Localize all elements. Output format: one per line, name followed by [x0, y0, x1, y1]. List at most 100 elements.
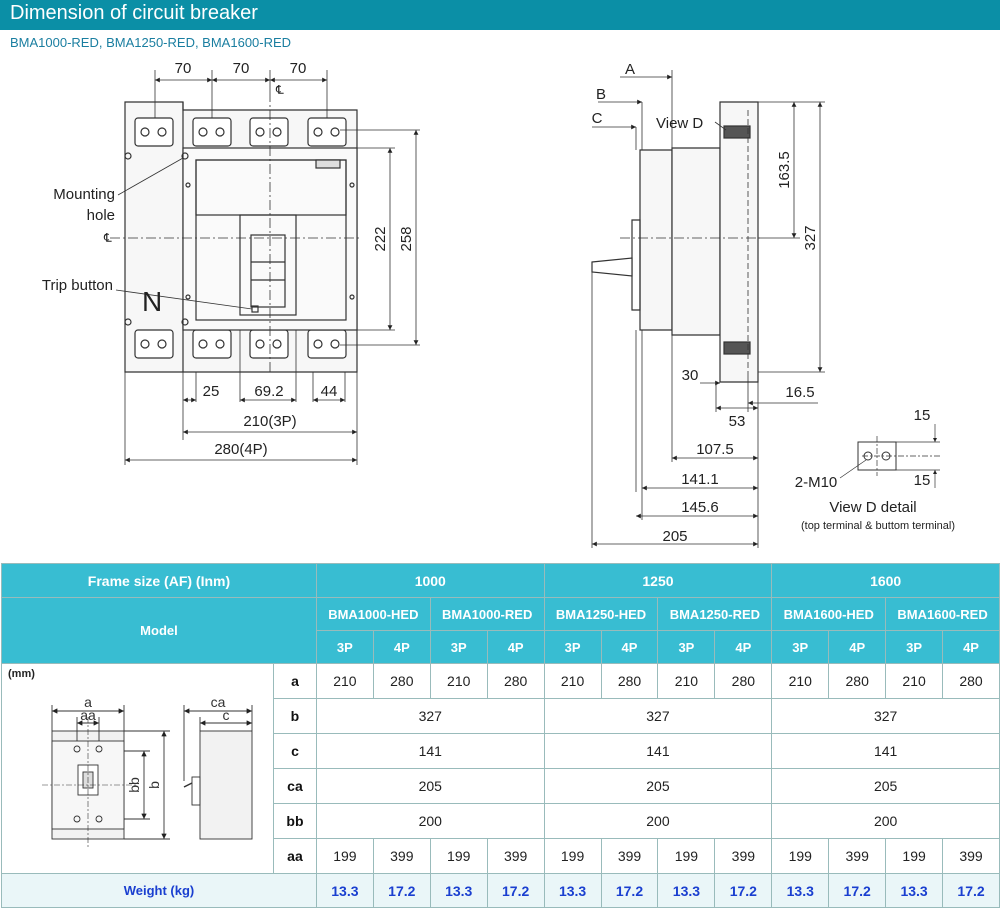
pole-cell: 4P	[714, 630, 773, 664]
weight-cell: 17.2	[372, 873, 431, 908]
dim-258: 258	[398, 226, 415, 251]
pole-cell: 3P	[771, 630, 830, 664]
cell: 199	[771, 838, 830, 874]
cell: 199	[315, 838, 374, 874]
weight-cell: 17.2	[714, 873, 773, 908]
cell: 210	[771, 663, 830, 699]
detail-dim-15-top: 15	[914, 407, 931, 424]
mini-diagram-cell: (mm)	[1, 663, 274, 874]
pole-cell: 4P	[600, 630, 659, 664]
frame-size-header: Frame size (AF) (Inm)	[1, 563, 317, 598]
table-row: (mm)	[1, 663, 1000, 874]
pole-cell: 3P	[315, 630, 374, 664]
weight-cell: 17.2	[600, 873, 659, 908]
centerline-left-symbol: ℄	[103, 231, 112, 245]
cell: 205	[315, 768, 545, 804]
pole-cell: 3P	[429, 630, 488, 664]
ref-b: B	[596, 86, 606, 103]
cell: 141	[771, 733, 1000, 769]
centerline-top-symbol: ℄	[275, 83, 284, 97]
weight-cell: 13.3	[771, 873, 830, 908]
pole-cell: 3P	[657, 630, 716, 664]
cell: 199	[543, 838, 602, 874]
pole-cell: 4P	[942, 630, 1000, 664]
page-title: Dimension of circuit breaker	[10, 2, 258, 24]
ref-c: C	[592, 110, 603, 127]
row-label: a	[273, 663, 317, 699]
mounting-hole-label-1: Mounting	[53, 186, 115, 203]
mini-label-b: b	[146, 780, 162, 788]
cell: 399	[714, 838, 773, 874]
ref-a: A	[625, 61, 635, 78]
row-label: aa	[273, 838, 317, 874]
cell: 199	[885, 838, 944, 874]
dim-70-1: 70	[175, 60, 192, 77]
dim-30: 30	[682, 367, 699, 384]
weight-row: Weight (kg) 13.3 17.2 13.3 17.2 13.3 17.…	[1, 873, 1000, 908]
neutral-pole-label: N	[142, 286, 162, 317]
poles-row: 3P 4P 3P 4P 3P 4P 3P 4P 3P 4P 3P 4P	[2, 630, 1000, 664]
side-labels: A B C View D 163.5 327 30 16.5 53 107.5 …	[592, 61, 819, 545]
dim-205: 205	[662, 528, 687, 545]
model-bma1000-hed: BMA1000-HED	[315, 597, 431, 631]
dim-70-2: 70	[233, 60, 250, 77]
row-label: b	[273, 698, 317, 734]
cell: 210	[315, 663, 374, 699]
row-label: bb	[273, 803, 317, 839]
weight-cell: 13.3	[885, 873, 944, 908]
view-d-label: View D	[656, 115, 703, 132]
dim-280-4p: 280(4P)	[214, 441, 267, 458]
cell: 327	[543, 698, 773, 734]
table-row: aa 199 399 199 399 199 399 199 399 199 3…	[2, 838, 1000, 874]
model-bma1600-hed: BMA1600-HED	[771, 597, 887, 631]
dim-163-5: 163.5	[776, 151, 793, 189]
dim-327: 327	[802, 225, 819, 250]
table-row: b 327 327 327	[2, 698, 1000, 734]
cell: 280	[372, 663, 431, 699]
cell: 280	[942, 663, 1000, 699]
dim-53: 53	[729, 413, 746, 430]
cell: 327	[315, 698, 545, 734]
cell: 210	[885, 663, 944, 699]
pole-cell: 4P	[372, 630, 431, 664]
dim-145-6: 145.6	[681, 499, 719, 516]
mini-label-bb: bb	[126, 777, 142, 793]
row-label: ca	[273, 768, 317, 804]
detail-title: View D detail	[829, 499, 916, 516]
cell: 141	[543, 733, 773, 769]
cell: 280	[486, 663, 545, 699]
weight-cell: 13.3	[543, 873, 602, 908]
cell: 210	[543, 663, 602, 699]
table-row: bb 200 200 200	[2, 803, 1000, 839]
front-labels: 70 70 70 ℄ ℄ Mounting hole Trip button N…	[42, 60, 415, 458]
weight-cell: 13.3	[429, 873, 488, 908]
dim-107-5: 107.5	[696, 441, 734, 458]
mini-label-a: a	[84, 694, 92, 710]
pole-cell: 4P	[486, 630, 545, 664]
detail-subtitle: (top terminal & buttom terminal)	[801, 520, 955, 532]
dim-16-5: 16.5	[785, 384, 814, 401]
cell: 210	[429, 663, 488, 699]
side-dimensions	[591, 70, 825, 548]
mini-label-ca: ca	[211, 694, 226, 710]
cell: 200	[315, 803, 545, 839]
cell: 200	[543, 803, 773, 839]
pole-cell: 3P	[543, 630, 602, 664]
spec-table: Frame size (AF) (Inm) 1000 1250 1600 Mod…	[1, 563, 1000, 908]
cell: 399	[600, 838, 659, 874]
mounting-hole-label-2: hole	[87, 207, 115, 224]
view-d-detail	[839, 424, 940, 488]
mini-label-aa: aa	[80, 707, 96, 723]
trip-button-label: Trip button	[42, 277, 113, 294]
cell: 327	[771, 698, 1000, 734]
cell: 205	[543, 768, 773, 804]
frame-1000: 1000	[315, 563, 545, 598]
page-subtitle: BMA1000-RED, BMA1250-RED, BMA1600-RED	[10, 35, 292, 50]
mini-diagram: a aa ca c bb b	[42, 694, 253, 849]
cell: 280	[828, 663, 887, 699]
dim-70-3: 70	[290, 60, 307, 77]
page-header: Dimension of circuit breaker	[0, 0, 1000, 30]
mini-label-c: c	[223, 707, 230, 723]
weight-cell: 13.3	[315, 873, 374, 908]
dim-44: 44	[321, 383, 338, 400]
